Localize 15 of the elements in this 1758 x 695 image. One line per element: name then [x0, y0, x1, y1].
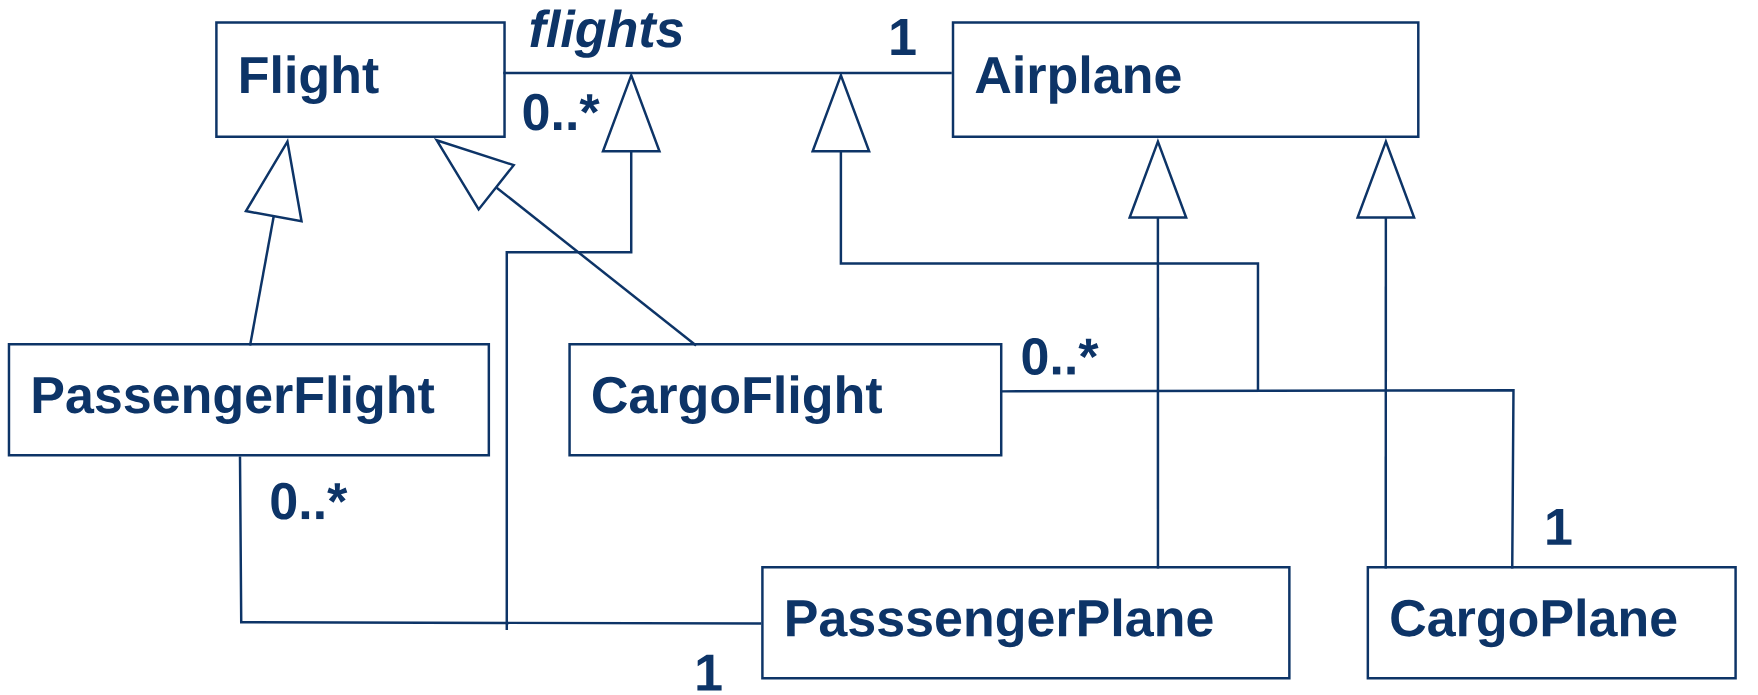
multiplicity-label: 1 [1547, 509, 1572, 545]
multiplicity-label: 0..* [1022, 338, 1099, 375]
multiplicity-label: 1 [697, 654, 722, 691]
class-box: CargoPlane [1366, 566, 1737, 680]
role-name-label: flights [530, 9, 683, 58]
multiplicity-label: 0..* [271, 482, 348, 520]
association-line [503, 71, 952, 75]
multiplicity-label: 0..* [523, 93, 600, 131]
class-box: Airplane [951, 21, 1420, 138]
class-box: PasssengerPlane [761, 566, 1291, 680]
class-box: PassengerFlight [7, 342, 491, 457]
multiplicity-label: 1 [891, 19, 916, 55]
class-box: CargoFlight [568, 342, 1003, 457]
association-line [238, 456, 762, 625]
association-line [999, 388, 1515, 569]
